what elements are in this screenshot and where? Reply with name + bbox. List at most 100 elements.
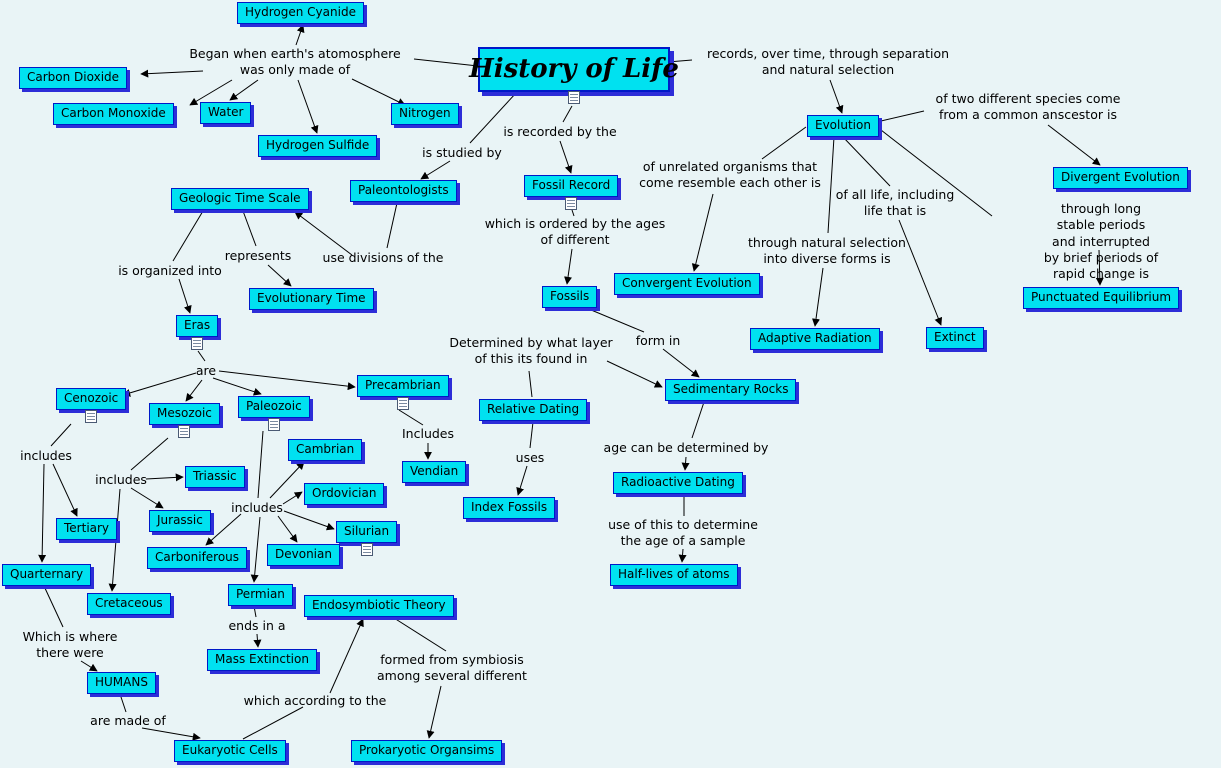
node-label: Hydrogen Sulfide bbox=[266, 138, 370, 152]
node-eukaryotic-cells[interactable]: Eukaryotic Cells bbox=[174, 740, 286, 762]
node-label: Silurian bbox=[344, 524, 390, 538]
node-eras[interactable]: Eras bbox=[176, 315, 219, 350]
link-label-are-made-of: are made of bbox=[90, 713, 166, 728]
node-label: History of Life bbox=[469, 53, 679, 84]
link-label-includes-mesozoic: includes bbox=[95, 472, 147, 487]
node-label: Fossil Record bbox=[532, 178, 611, 192]
node-label: Water bbox=[208, 105, 244, 119]
node-extinct[interactable]: Extinct bbox=[926, 327, 984, 349]
node-label: Geologic Time Scale bbox=[179, 191, 301, 205]
document-icon[interactable] bbox=[396, 397, 409, 410]
node-carboniferous[interactable]: Carboniferous bbox=[147, 547, 248, 569]
node-history-of-life[interactable]: History of Life bbox=[469, 47, 679, 104]
node-cretaceous[interactable]: Cretaceous bbox=[87, 593, 171, 615]
node-radioactive-dating[interactable]: Radioactive Dating bbox=[613, 472, 743, 494]
node-fossils[interactable]: Fossils bbox=[542, 286, 598, 308]
node-label: Prokaryotic Organsims bbox=[359, 743, 495, 757]
link-label-long-stable: through long stable periods and interrup… bbox=[1043, 201, 1159, 281]
link-label-began: Began when earth's atomosphere was only … bbox=[189, 46, 401, 78]
document-icon[interactable] bbox=[568, 91, 580, 104]
node-ordovician[interactable]: Ordovician bbox=[304, 483, 385, 505]
link-label-of-all-life: of all life, including life that is bbox=[835, 187, 955, 219]
link-label-includes-cenozoic: includes bbox=[20, 448, 72, 463]
node-label: Index Fossils bbox=[471, 500, 548, 514]
node-relative-dating[interactable]: Relative Dating bbox=[479, 399, 588, 421]
node-label: HUMANS bbox=[95, 675, 148, 689]
node-label: Carboniferous bbox=[155, 550, 240, 564]
node-evolution[interactable]: Evolution bbox=[807, 115, 879, 137]
node-hydrogen-cyanide[interactable]: Hydrogen Cyanide bbox=[237, 2, 364, 24]
node-label: Cretaceous bbox=[95, 596, 163, 610]
node-adaptive-radiation[interactable]: Adaptive Radiation bbox=[750, 328, 880, 350]
document-icon[interactable] bbox=[267, 418, 280, 431]
node-label: Radioactive Dating bbox=[621, 475, 735, 489]
node-label: Fossils bbox=[550, 289, 590, 303]
node-label: Permian bbox=[236, 587, 285, 601]
node-permian[interactable]: Permian bbox=[228, 584, 293, 606]
document-icon[interactable] bbox=[191, 337, 204, 350]
node-cenozoic[interactable]: Cenozoic bbox=[56, 388, 127, 423]
node-mass-extinction[interactable]: Mass Extinction bbox=[207, 649, 317, 671]
link-label-organized: is organized into bbox=[118, 263, 222, 278]
node-carbon-dioxide[interactable]: Carbon Dioxide bbox=[19, 67, 128, 89]
link-label-which-is-where: Which is where there were bbox=[22, 629, 118, 661]
node-fossil-record[interactable]: Fossil Record bbox=[524, 175, 619, 210]
node-label: Relative Dating bbox=[487, 402, 580, 416]
node-label: Mass Extinction bbox=[215, 652, 309, 666]
node-carbon-monoxide[interactable]: Carbon Monoxide bbox=[53, 103, 174, 125]
document-icon[interactable] bbox=[178, 425, 191, 438]
node-label: Quarternary bbox=[10, 567, 84, 581]
node-convergent-evolution[interactable]: Convergent Evolution bbox=[614, 273, 760, 295]
node-prokaryotic-organsims[interactable]: Prokaryotic Organsims bbox=[351, 740, 503, 762]
node-label: Ordovician bbox=[312, 486, 377, 500]
link-label-records: records, over time, through separation a… bbox=[706, 46, 950, 78]
node-triassic[interactable]: Triassic bbox=[185, 466, 245, 488]
node-devonian[interactable]: Devonian bbox=[267, 544, 340, 566]
node-label: Carbon Monoxide bbox=[61, 106, 166, 120]
node-quarternary[interactable]: Quarternary bbox=[2, 564, 92, 586]
node-vendian[interactable]: Vendian bbox=[402, 461, 467, 483]
link-label-includes-precambrian: Includes bbox=[401, 426, 455, 441]
node-water[interactable]: Water bbox=[200, 102, 252, 124]
document-icon[interactable] bbox=[85, 410, 98, 423]
link-label-determined: Determined by what layer of this its fou… bbox=[449, 335, 613, 367]
document-icon[interactable] bbox=[565, 197, 578, 210]
node-precambrian[interactable]: Precambrian bbox=[357, 375, 449, 410]
node-endosymbiotic-theory[interactable]: Endosymbiotic Theory bbox=[304, 595, 454, 617]
node-jurassic[interactable]: Jurassic bbox=[149, 510, 211, 532]
node-humans[interactable]: HUMANS bbox=[87, 672, 156, 694]
link-label-includes-paleozoic: includes bbox=[231, 500, 283, 515]
node-label: Eras bbox=[184, 318, 211, 332]
link-label-ordered: which is ordered by the ages of differen… bbox=[484, 216, 666, 248]
node-mesozoic[interactable]: Mesozoic bbox=[149, 403, 220, 438]
link-label-use-of-this: use of this to determine the age of a sa… bbox=[608, 517, 758, 549]
node-label: Sedimentary Rocks bbox=[673, 382, 789, 396]
node-paleontologists[interactable]: Paleontologists bbox=[350, 180, 457, 202]
node-paleozoic[interactable]: Paleozoic bbox=[238, 396, 310, 431]
link-label-according: which according to the bbox=[243, 693, 387, 708]
link-label-ends-in: ends in a bbox=[228, 618, 286, 633]
node-geologic-time-scale[interactable]: Geologic Time Scale bbox=[171, 188, 309, 210]
node-label: Evolutionary Time bbox=[257, 291, 366, 305]
node-label: Devonian bbox=[275, 547, 332, 561]
node-label: Jurassic bbox=[157, 513, 203, 527]
node-tertiary[interactable]: Tertiary bbox=[56, 518, 118, 540]
node-sedimentary-rocks[interactable]: Sedimentary Rocks bbox=[665, 379, 797, 401]
node-punctuated-equilibrium[interactable]: Punctuated Equilibrium bbox=[1023, 287, 1180, 309]
node-label: Extinct bbox=[934, 330, 976, 344]
node-index-fossils[interactable]: Index Fossils bbox=[463, 497, 556, 519]
node-hydrogen-sulfide[interactable]: Hydrogen Sulfide bbox=[258, 135, 378, 157]
node-label: Paleontologists bbox=[358, 183, 449, 197]
node-nitrogen[interactable]: Nitrogen bbox=[391, 103, 459, 125]
link-label-is-recorded: is recorded by the bbox=[503, 124, 617, 139]
link-label-formed-from: formed from symbiosis among several diff… bbox=[377, 652, 527, 684]
node-half-lives-of-atoms[interactable]: Half-lives of atoms bbox=[610, 564, 738, 586]
node-label: Divergent Evolution bbox=[1061, 170, 1180, 184]
node-evolutionary-time[interactable]: Evolutionary Time bbox=[249, 288, 374, 310]
node-divergent-evolution[interactable]: Divergent Evolution bbox=[1053, 167, 1188, 189]
node-label: Carbon Dioxide bbox=[27, 70, 120, 84]
node-silurian[interactable]: Silurian bbox=[336, 521, 398, 556]
node-cambrian[interactable]: Cambrian bbox=[288, 439, 363, 461]
document-icon[interactable] bbox=[360, 543, 373, 556]
